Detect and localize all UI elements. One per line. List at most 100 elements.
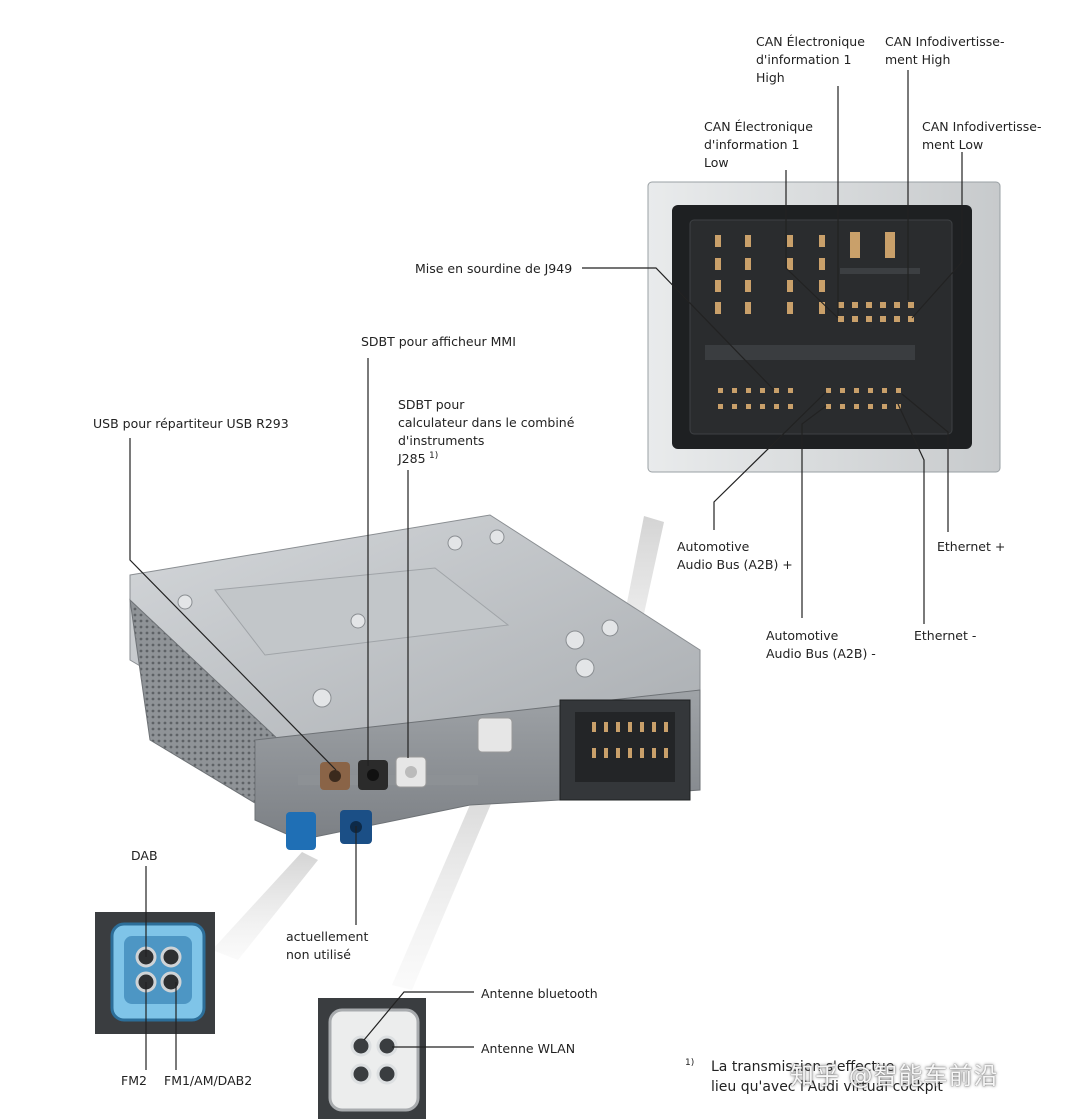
antenna-zoom-view (318, 998, 426, 1119)
connector-pin (746, 388, 751, 393)
connector-pin (838, 316, 844, 322)
connector-pin (882, 404, 887, 409)
connector-pin (592, 748, 596, 758)
connector-pin (760, 388, 765, 393)
connector-pin (745, 302, 751, 314)
label-fm1: FM1/AM/DAB2 (164, 1073, 253, 1088)
watermark: 知乎 @智能车前沿 (790, 1062, 999, 1090)
connector-pin (787, 258, 793, 270)
connector-pin (788, 388, 793, 393)
label-fm2: FM2 (121, 1073, 147, 1088)
connector-pin (718, 404, 723, 409)
connector-pin (894, 316, 900, 322)
footnote-marker: 1) (685, 1058, 695, 1068)
leader-bt (363, 991, 474, 1041)
label-usb: USB pour répartiteur USB R293 (93, 416, 289, 431)
connector-pin (640, 748, 644, 758)
label-eth-plus: Ethernet + (937, 539, 1006, 554)
dab-connector (286, 812, 316, 850)
connector-pin (894, 302, 900, 308)
connector-pin (745, 258, 751, 270)
label-mute: Mise en sourdine de J949 (415, 261, 573, 276)
connector-pin (882, 388, 887, 393)
leader-a2b-plus (713, 391, 827, 530)
connector-pin (745, 235, 751, 247)
connector-pin (787, 302, 793, 314)
connector-pin (715, 235, 721, 247)
label-a2b-minus: Automotive Audio Bus (A2B) - (766, 628, 876, 661)
leader-usb (129, 438, 337, 771)
connector-pin (826, 388, 831, 393)
connector-pin (640, 722, 644, 732)
label-a2b-plus: Automotive Audio Bus (A2B) + (677, 539, 793, 572)
connector-pin (819, 258, 825, 270)
connector-pin (885, 232, 895, 258)
connector-pin (746, 404, 751, 409)
leader-a2b-minus (801, 405, 827, 618)
label-unused: actuellement non utilisé (286, 929, 369, 962)
leader-can-infodiv-low (911, 152, 963, 319)
connector-pin (628, 722, 632, 732)
dab-zoom-view (95, 912, 215, 1034)
connector-pin (652, 722, 656, 732)
connector-pin (774, 388, 779, 393)
leader-lines (129, 70, 963, 1070)
connector-pin (616, 748, 620, 758)
connector-pin (819, 235, 825, 247)
leader-eth-minus (897, 403, 925, 624)
zoom-beam-antenna (392, 770, 502, 990)
label-wlan: Antenne WLAN (481, 1041, 576, 1056)
connector-pin (745, 280, 751, 292)
connector-pin (854, 388, 859, 393)
label-eth-minus: Ethernet - (914, 628, 977, 643)
connector-pin (664, 748, 668, 758)
label-dab: DAB (131, 848, 158, 863)
connector-pin (868, 404, 873, 409)
connector-pin (866, 316, 872, 322)
leader-eth-plus (901, 393, 949, 532)
connector-pin (774, 404, 779, 409)
connector-pin (880, 316, 886, 322)
connector-pin (664, 722, 668, 732)
antenna-connector (477, 717, 513, 753)
connector-pin (788, 404, 793, 409)
connector-pin (908, 316, 914, 322)
label-sdbt-cluster: SDBT pour calculateur dans le combiné d'… (398, 397, 575, 466)
connector-pin (787, 235, 793, 247)
label-can-info-low: CAN Électronique d'information 1 Low (704, 119, 813, 170)
leader-mute (582, 267, 775, 391)
connector-pin (868, 388, 873, 393)
label-sdbt-mmi: SDBT pour afficheur MMI (361, 334, 516, 349)
connector-pin (819, 302, 825, 314)
connector-pin (880, 302, 886, 308)
connector-pin (652, 748, 656, 758)
connector-pin (819, 280, 825, 292)
connector-pin (840, 404, 845, 409)
connector-pin (852, 302, 858, 308)
label-sdbt-cluster-footnote-marker: 1) (429, 451, 439, 461)
label-can-infodiv-low: CAN Infodivertisse- ment Low (922, 119, 1042, 152)
connector-pin (604, 722, 608, 732)
footnote-text: La transmission s'effectue lieu qu'avec … (711, 1059, 943, 1095)
label-bt: Antenne bluetooth (481, 986, 598, 1001)
connector-pin (838, 302, 844, 308)
infotainment-unit (129, 514, 701, 841)
leader-can-info-low (785, 170, 839, 319)
label-can-info-high: CAN Électronique d'information 1 High (756, 34, 865, 85)
label-can-infodiv-high: CAN Infodivertisse- ment High (885, 34, 1005, 67)
connector-pin (616, 722, 620, 732)
connector-pin (715, 302, 721, 314)
connector-pin (850, 232, 860, 258)
connector-pin (866, 302, 872, 308)
connector-pin (628, 748, 632, 758)
connector-pin (732, 388, 737, 393)
connector-pin (715, 258, 721, 270)
connector-pin (826, 404, 831, 409)
connector-pin (787, 280, 793, 292)
zoom-beam-dab (212, 852, 318, 960)
connector-pin (854, 404, 859, 409)
connector-pin (852, 316, 858, 322)
main-connector-pins (592, 722, 668, 758)
